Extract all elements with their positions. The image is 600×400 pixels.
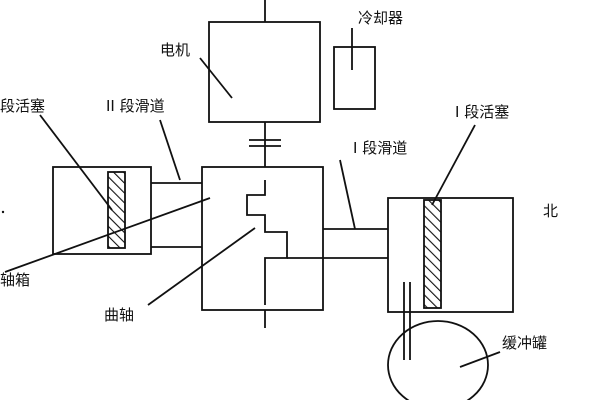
label-buffer-tank: 缓冲罐 bbox=[502, 334, 548, 352]
leader-stage1-piston bbox=[431, 124, 476, 206]
leader-stage1-slide bbox=[339, 159, 356, 230]
buffer-tank bbox=[387, 320, 489, 400]
stage2-cylinder bbox=[52, 166, 152, 255]
label-stage1-piston: I 段活塞 bbox=[455, 103, 510, 121]
label-crankcase: 轴箱 bbox=[0, 271, 31, 289]
leader-stage2-slide bbox=[159, 119, 181, 181]
leader-motor bbox=[199, 57, 233, 99]
leader-stage2-piston bbox=[39, 114, 113, 211]
crankcase-box bbox=[201, 166, 324, 311]
leader-crankshaft bbox=[147, 227, 256, 306]
motor-box bbox=[208, 21, 321, 123]
crankshaft-shape bbox=[246, 180, 288, 305]
stage2-piston bbox=[107, 171, 126, 249]
label-crankshaft: 曲轴 bbox=[104, 306, 135, 324]
label-motor: 电机 bbox=[160, 41, 191, 59]
label-north: 北 bbox=[543, 202, 559, 220]
leader-buffer-tank bbox=[459, 351, 501, 368]
stray-mark bbox=[1, 210, 5, 214]
label-stage2-piston: 段活塞 bbox=[0, 97, 46, 115]
cooler-box bbox=[333, 46, 376, 110]
label-cooler: 冷却器 bbox=[358, 9, 404, 27]
label-stage1-slide: I 段滑道 bbox=[353, 139, 408, 157]
stage1-cylinder bbox=[387, 197, 514, 313]
stage1-piston bbox=[423, 199, 442, 309]
label-stage2-slide: II 段滑道 bbox=[106, 97, 165, 115]
